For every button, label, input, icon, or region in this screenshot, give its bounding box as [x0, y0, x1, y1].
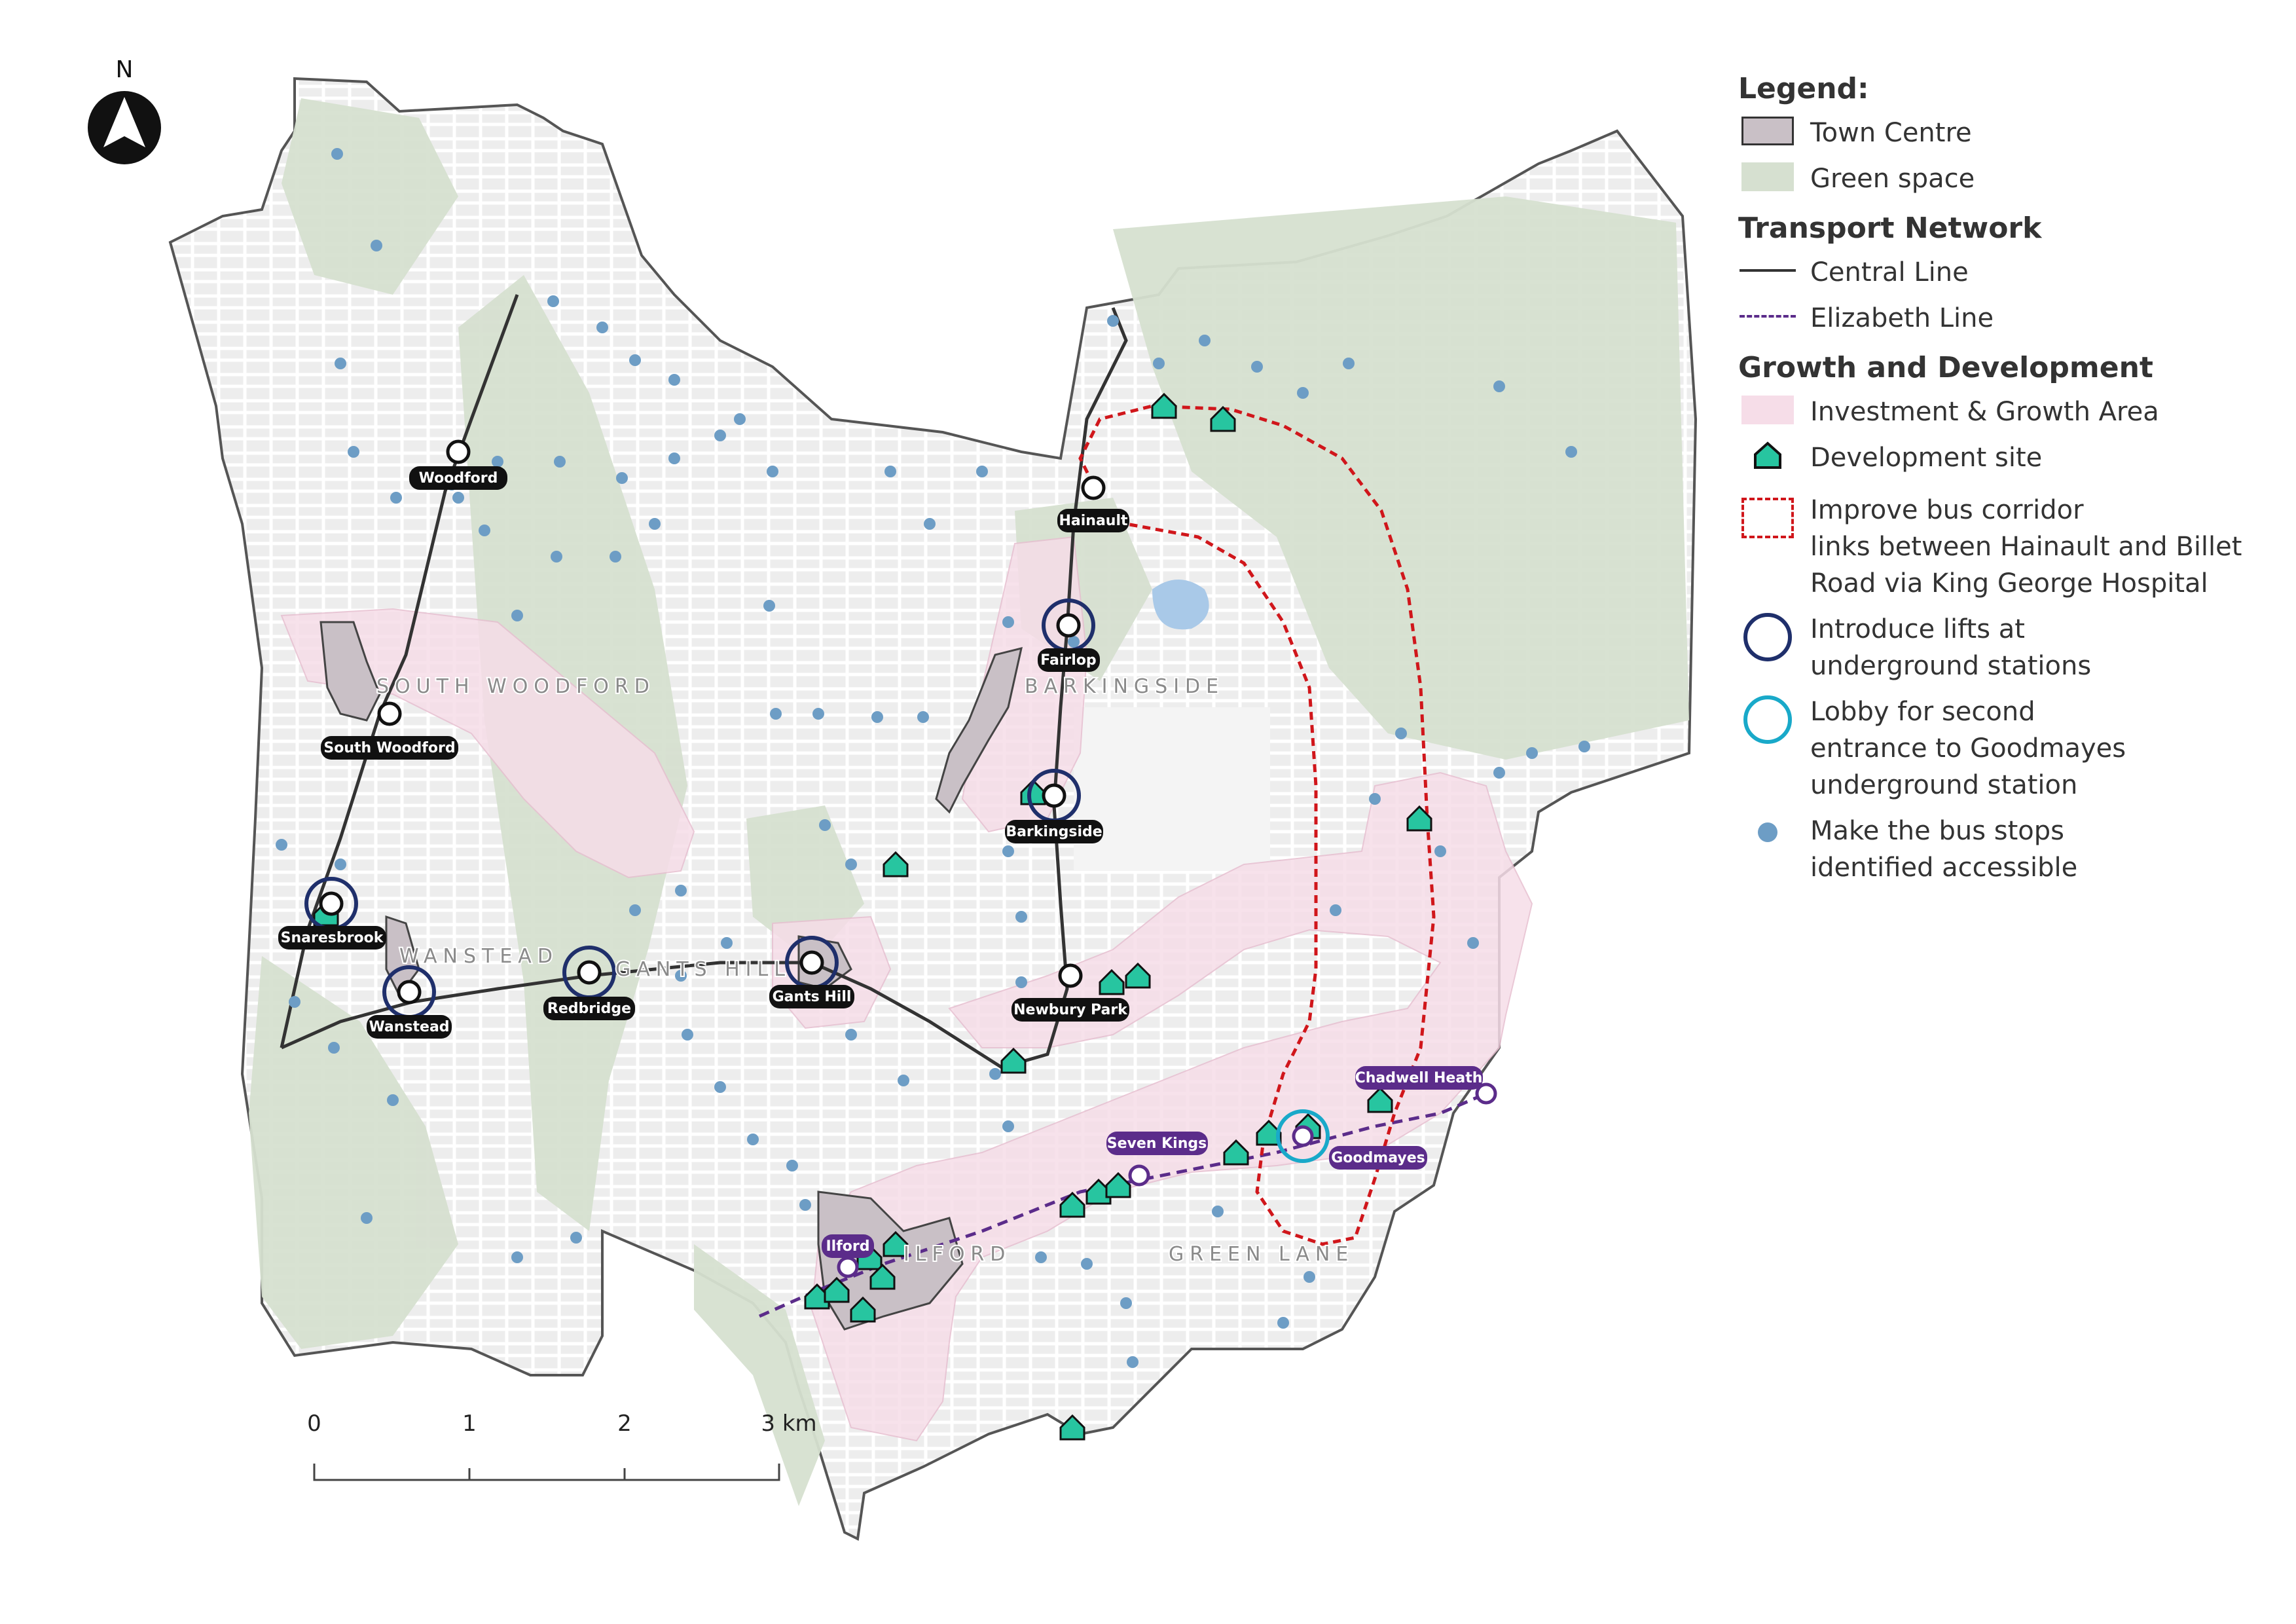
lake: [1152, 580, 1209, 630]
station-label-goodmayes: Goodmayes: [1331, 1150, 1425, 1166]
lift-circle-swatch: [1743, 613, 1792, 661]
area-label-gants-hill: GANTS HILL: [615, 958, 791, 981]
scale-bar: [313, 1464, 780, 1481]
legend-goodmayes-entrance: Lobby for second entrance to Goodmayes u…: [1738, 693, 2275, 803]
station-label-snaresbrook: Snaresbrook: [281, 930, 384, 946]
legend-elizabeth-line: Elizabeth Line: [1738, 300, 2275, 337]
legend-bus-corridor-label: Improve bus corridor links between Haina…: [1810, 495, 2242, 599]
area-label-green-lane: GREEN LANE: [1169, 1243, 1354, 1266]
station-label-wanstead: Wanstead: [369, 1019, 449, 1035]
goodmayes-entrance-circle: [1276, 1109, 1330, 1163]
station-label-hainault: Hainault: [1059, 513, 1128, 529]
legend-goodmayes-entrance-label: Lobby for second entrance to Goodmayes u…: [1810, 697, 2126, 800]
legend-central-line: Central Line: [1738, 254, 2275, 291]
station-label-redbridge: Redbridge: [547, 1001, 631, 1017]
bus-corridor: [1078, 404, 1436, 1246]
legend-title: Legend:: [1738, 72, 1869, 105]
north-arrow-icon: [88, 91, 161, 164]
development-sites: [313, 392, 1432, 1441]
north-label: N: [116, 56, 134, 83]
investment-area-swatch: [1741, 396, 1794, 424]
legend-bus-stops-label: Make the bus stops identified accessible: [1810, 816, 2078, 883]
bus-stops: [276, 148, 1590, 1368]
legend-growth-title: Growth and Development: [1738, 351, 2153, 384]
legend-development-site-label: Development site: [1810, 443, 2043, 473]
legend-lifts-label: Introduce lifts at underground stations: [1810, 614, 2092, 681]
legend-lifts: Introduce lifts at underground stations: [1738, 611, 2275, 684]
station-label-fairlop: Fairlop: [1040, 652, 1096, 669]
legend-development-site: Development site: [1738, 439, 2275, 476]
scale-label-2: 2: [617, 1411, 632, 1437]
legend-bus-corridor: Improve bus corridor links between Haina…: [1738, 492, 2275, 602]
goodmayes-circle-swatch: [1743, 695, 1792, 744]
elizabeth-line: [758, 1092, 1487, 1318]
legend-investment-area: Investment & Growth Area: [1738, 394, 2275, 430]
area-label-barkingside: BARKINGSIDE: [1025, 675, 1224, 698]
legend-bus-stops: Make the bus stops identified accessible: [1738, 813, 2275, 886]
station-label-seven-kings: Seven Kings: [1107, 1135, 1207, 1152]
area-label-south-woodford: SOUTH WOODFORD: [376, 675, 655, 698]
open-land: [1074, 707, 1270, 871]
station-label-gants-hill: Gants Hill: [773, 989, 852, 1005]
legend-elizabeth-line-label: Elizabeth Line: [1810, 303, 1994, 333]
legend: Legend: Town Centre Green space Transpor…: [1738, 72, 2275, 886]
elizabeth-roundels: [837, 1082, 1497, 1278]
legend-town-centre-label: Town Centre: [1810, 118, 1972, 148]
town-centre-swatch: [1741, 117, 1794, 145]
legend-green-space: Green space: [1738, 160, 2275, 197]
legend-green-space-label: Green space: [1810, 164, 1975, 194]
scale-label-1: 1: [462, 1411, 477, 1437]
station-label-barkingside: Barkingside: [1006, 824, 1102, 840]
development-site-icon: [1754, 441, 1781, 469]
area-label-ilford: ILFORD: [903, 1243, 1011, 1266]
legend-central-line-label: Central Line: [1810, 257, 1969, 287]
legend-investment-area-label: Investment & Growth Area: [1810, 397, 2159, 427]
station-label-chadwell-heath: Chadwell Heath: [1355, 1070, 1483, 1086]
station-label-woodford: Woodford: [419, 470, 498, 487]
green-space-swatch: [1741, 162, 1794, 191]
station-label-ilford: Ilford: [826, 1238, 869, 1255]
area-label-wanstead: WANSTEAD: [399, 945, 558, 968]
station-roundels: [319, 439, 1106, 1005]
bus-stop-swatch: [1758, 822, 1777, 842]
legend-town-centre: Town Centre: [1738, 115, 2275, 151]
legend-transport-title: Transport Network: [1738, 212, 2042, 245]
station-label-newbury-park: Newbury Park: [1013, 1002, 1128, 1018]
central-line-swatch: [1740, 269, 1796, 272]
station-label-south-woodford: South Woodford: [323, 740, 455, 756]
scale-label-3: 3 km: [761, 1411, 816, 1437]
elizabeth-line-swatch: [1740, 315, 1796, 318]
bus-corridor-swatch: [1741, 498, 1794, 538]
scale-label-0: 0: [307, 1411, 321, 1437]
